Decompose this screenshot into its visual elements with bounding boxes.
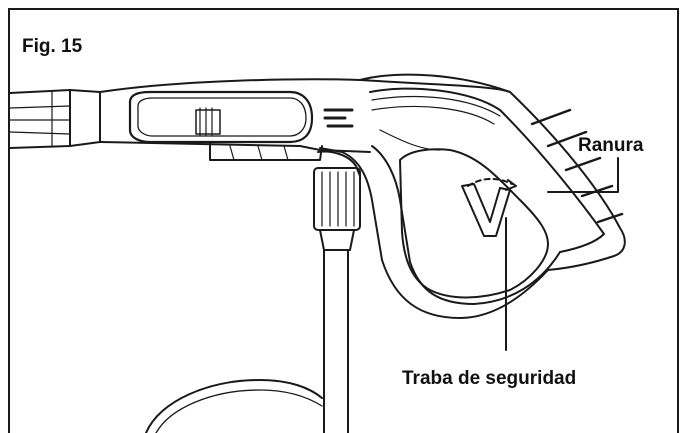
hose-connector xyxy=(313,150,361,433)
gun-body xyxy=(99,78,511,161)
ranura-leader xyxy=(547,157,619,193)
figure-label: Fig. 15 xyxy=(22,36,83,57)
safety-lock xyxy=(461,178,517,237)
lance xyxy=(9,89,101,149)
gun-handle xyxy=(319,73,626,319)
callout-traba-de-seguridad: Traba de seguridad xyxy=(402,368,577,389)
hose-coil xyxy=(145,379,323,433)
callout-ranura: Ranura xyxy=(578,135,644,156)
